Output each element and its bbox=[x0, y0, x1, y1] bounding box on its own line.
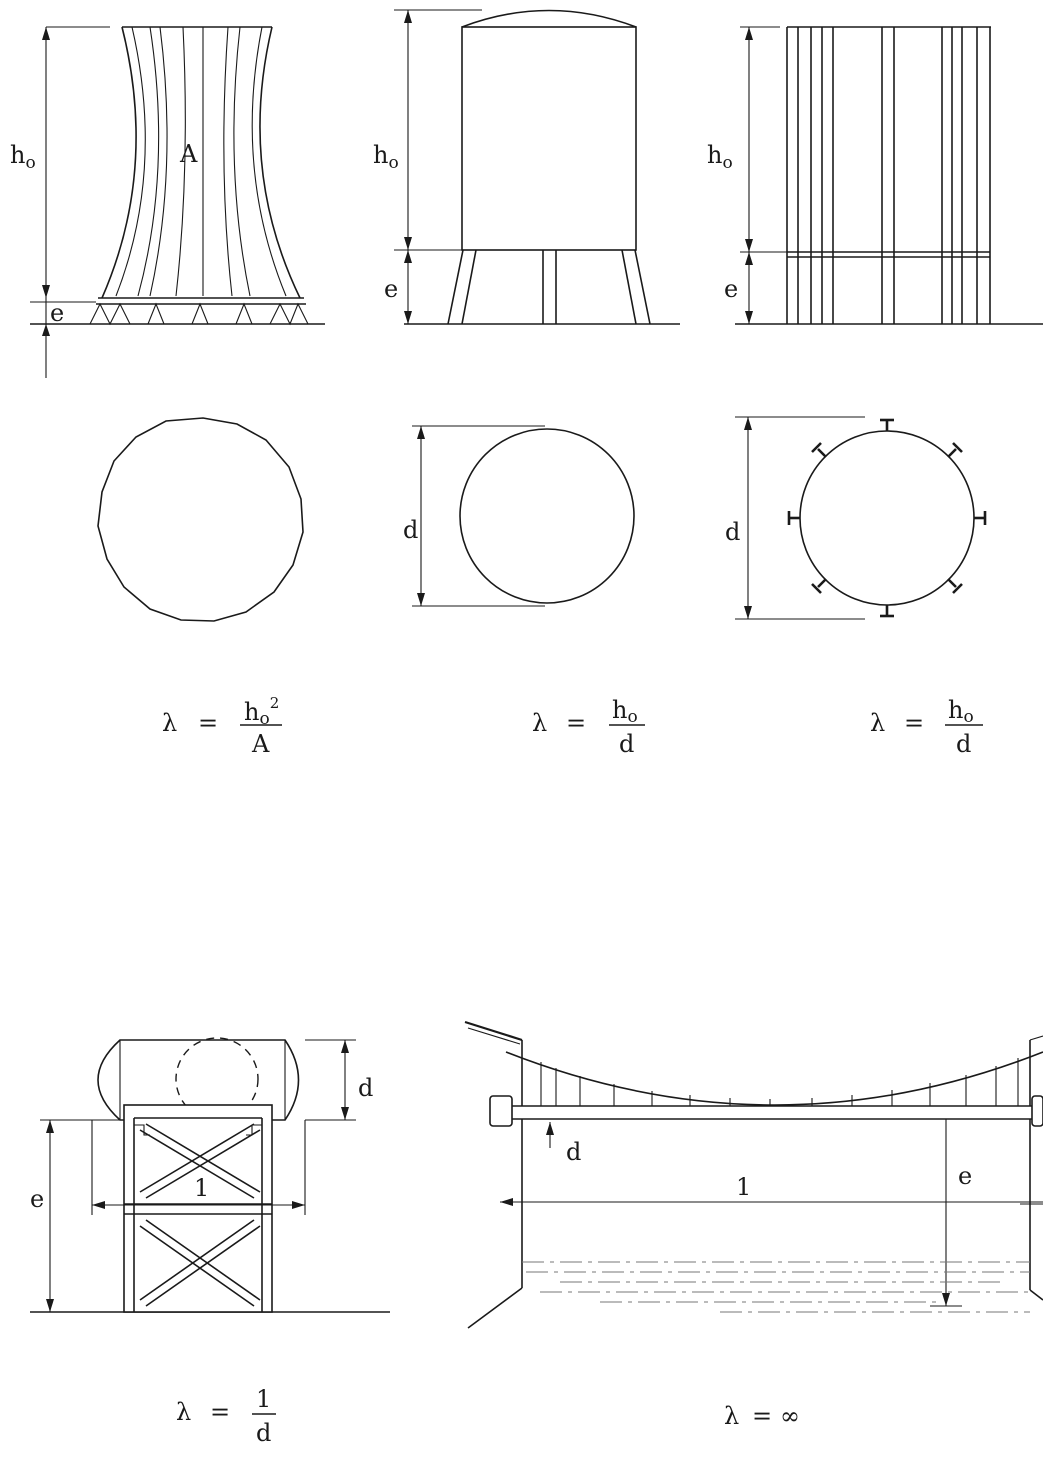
tank-dome bbox=[461, 9, 637, 28]
svg-text:λ: λ bbox=[162, 709, 177, 737]
vessel-on-frame: e d 1 bbox=[30, 1037, 390, 1313]
tower-left-outline bbox=[101, 26, 137, 299]
formula-vessel: λ = 1 d bbox=[176, 1385, 276, 1447]
formula-tower-denominator: A bbox=[251, 730, 270, 758]
support-frame bbox=[123, 1104, 273, 1313]
bridge-deck bbox=[499, 1105, 1043, 1120]
tank-e-label: e bbox=[384, 275, 398, 303]
silo-height-label: ho bbox=[707, 141, 733, 173]
bridge-water bbox=[522, 1261, 1030, 1313]
formula-silo: λ = ho d bbox=[870, 696, 983, 758]
tank-body bbox=[461, 26, 637, 251]
tank-leg bbox=[447, 249, 464, 325]
vessel-d-label: d bbox=[358, 1074, 373, 1102]
tank-height-label: ho bbox=[373, 141, 399, 173]
silo-diameter-label: d bbox=[725, 518, 740, 546]
svg-text:λ: λ bbox=[870, 709, 885, 737]
tower-height-label: ho bbox=[10, 141, 36, 173]
svg-text:=: = bbox=[198, 709, 218, 737]
svg-text:=: = bbox=[566, 709, 586, 737]
silo-plan: d bbox=[725, 416, 987, 620]
frame-cross-bracing bbox=[139, 1123, 261, 1307]
svg-text:=: = bbox=[904, 709, 924, 737]
formula-vessel-denominator: d bbox=[256, 1419, 271, 1447]
bridge-cable bbox=[505, 1051, 1043, 1106]
tank-plan-circle bbox=[459, 428, 635, 604]
svg-text:=: = bbox=[752, 1402, 772, 1430]
tank-plan: d bbox=[403, 425, 635, 607]
formula-silo-denominator: d bbox=[956, 730, 971, 758]
silo-plan-circle bbox=[799, 430, 975, 606]
formula-silo-numerator: ho bbox=[948, 696, 974, 727]
tank-diameter-label: d bbox=[403, 516, 418, 544]
vessel-l-label: 1 bbox=[194, 1174, 209, 1202]
tower-diagonal-supports bbox=[89, 302, 131, 326]
formula-vessel-numerator: 1 bbox=[256, 1385, 271, 1413]
silo-e-label: e bbox=[724, 275, 738, 303]
bridge-right-anchor bbox=[1031, 1095, 1043, 1127]
bridge-l-label: 1 bbox=[736, 1173, 751, 1201]
svg-text:=: = bbox=[210, 1398, 230, 1426]
formula-bridge: λ = ∞ bbox=[724, 1402, 800, 1430]
tower-right-outline bbox=[259, 26, 301, 299]
tank-elevation: ho e bbox=[373, 9, 680, 325]
tower-e-label: e bbox=[50, 299, 64, 327]
vessel-cross-section-circle bbox=[175, 1037, 259, 1121]
svg-text:λ: λ bbox=[176, 1398, 191, 1426]
formula-tower-numerator: ho2 bbox=[244, 694, 279, 729]
bridge-e-label: e bbox=[958, 1162, 972, 1190]
suspension-bridge: 1 d e bbox=[464, 1020, 1043, 1329]
svg-text:λ: λ bbox=[724, 1402, 739, 1430]
formula-tank: λ = ho d bbox=[532, 696, 645, 758]
vessel-e-label: e bbox=[30, 1185, 44, 1213]
svg-text:λ: λ bbox=[532, 709, 547, 737]
bridge-hangers bbox=[540, 1058, 1019, 1106]
formula-tank-numerator: ho bbox=[612, 696, 638, 727]
formula-tower: λ = ho2 A bbox=[162, 694, 282, 758]
tower-area-label: A bbox=[179, 140, 198, 168]
formula-bridge-value: ∞ bbox=[780, 1402, 800, 1430]
silo-elevation: ho e bbox=[707, 26, 1043, 325]
bridge-left-anchor bbox=[489, 1095, 513, 1127]
formula-tank-denominator: d bbox=[619, 730, 634, 758]
cooling-tower-elevation: ho e A bbox=[10, 26, 325, 378]
bridge-d-label: d bbox=[566, 1138, 581, 1166]
tower-plan-polygon bbox=[97, 417, 304, 622]
